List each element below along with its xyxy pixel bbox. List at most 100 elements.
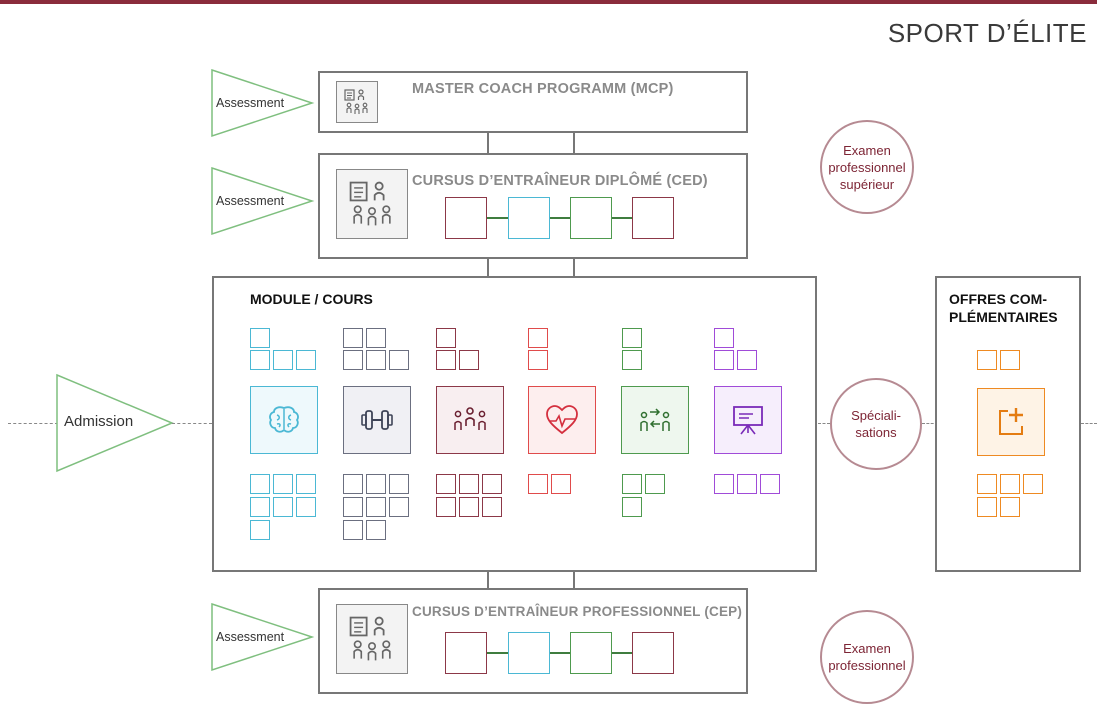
module-cyan-tile xyxy=(250,386,318,454)
page-title: SPORT D’ÉLITE xyxy=(887,18,1087,48)
module-purple-tile xyxy=(714,386,782,454)
ced-assessment-triangle xyxy=(211,166,315,236)
mcp-program-icon xyxy=(336,81,378,123)
cep-program-icon xyxy=(336,604,408,674)
examen-superieur-circle: Examen professionnel supérieur xyxy=(820,120,914,214)
module-sq xyxy=(622,328,642,348)
specialisations-label: Spéciali- sations xyxy=(851,408,901,440)
examen-superieur-label: Examen professionnel supérieur xyxy=(828,142,906,192)
module-red-tile xyxy=(528,386,596,454)
offres-title: OFFRES COM- PLÉMENTAIRES xyxy=(949,291,1058,325)
coaching-group-icon xyxy=(349,181,391,226)
specialisations-dash-right xyxy=(922,423,938,424)
mcp-assessment-triangle xyxy=(211,68,315,138)
module-sq xyxy=(389,497,409,517)
module-sq xyxy=(250,474,270,494)
heart-rate-icon xyxy=(546,405,578,435)
module-sq xyxy=(250,497,270,517)
ced-chain-step xyxy=(632,197,674,239)
module-sq xyxy=(296,474,316,494)
offres-sq xyxy=(977,474,997,494)
brain-icon xyxy=(269,406,299,433)
ced-chain-step xyxy=(445,197,487,239)
offres-sq xyxy=(1000,497,1020,517)
module-sq xyxy=(250,350,270,370)
module-sq xyxy=(389,474,409,494)
presentation-icon xyxy=(733,406,763,435)
module-sq xyxy=(343,474,363,494)
admission-dash-left xyxy=(8,423,58,424)
module-sq xyxy=(273,497,293,517)
module-sq xyxy=(343,328,363,348)
exchange-icon xyxy=(640,408,670,431)
coaching-group-icon xyxy=(349,616,391,661)
offres-sq xyxy=(1000,474,1020,494)
module-sq xyxy=(714,474,734,494)
module-sq xyxy=(760,474,780,494)
module-sq xyxy=(273,350,293,370)
offres-dash-right xyxy=(1081,423,1097,424)
ced-chain-step xyxy=(508,197,550,239)
cep-chain-step xyxy=(445,632,487,674)
module-green-tile xyxy=(621,386,689,454)
module-sq xyxy=(737,474,757,494)
offres-sq xyxy=(977,497,997,517)
add-document-icon xyxy=(999,408,1023,435)
module-sq xyxy=(459,474,479,494)
module-sq xyxy=(737,350,757,370)
module-sq xyxy=(343,350,363,370)
module-sq xyxy=(366,328,386,348)
module-sq xyxy=(622,350,642,370)
ced-panel: CURSUS D’ENTRAÎNEUR DIPLÔMÉ (CED) xyxy=(318,153,748,259)
module-sq xyxy=(622,474,642,494)
offres-orange-tile xyxy=(977,388,1045,456)
module-sq xyxy=(645,474,665,494)
module-panel: MODULE / COURS xyxy=(212,276,817,572)
mcp-title: MASTER COACH PROGRAMM (MCP) xyxy=(412,81,674,97)
module-sq xyxy=(343,520,363,540)
examen-label: Examen professionnel xyxy=(828,641,906,673)
module-sq xyxy=(436,328,456,348)
ced-title: CURSUS D’ENTRAÎNEUR DIPLÔMÉ (CED) xyxy=(412,173,708,189)
team-icon xyxy=(454,407,486,430)
ced-chain-step xyxy=(570,197,612,239)
mcp-panel: MASTER COACH PROGRAMM (MCP) xyxy=(318,71,748,133)
offres-sq xyxy=(1000,350,1020,370)
coaching-group-icon xyxy=(344,89,368,114)
top-accent-bar xyxy=(0,0,1097,4)
cep-chain-step xyxy=(570,632,612,674)
module-sq xyxy=(622,497,642,517)
offres-panel: OFFRES COM- PLÉMENTAIRES xyxy=(935,276,1081,572)
dumbbell-icon xyxy=(361,410,393,430)
cep-title: CURSUS D’ENTRAÎNEUR PROFESSIONNEL (CEP) xyxy=(412,604,743,619)
module-sq xyxy=(528,474,548,494)
ced-program-icon xyxy=(336,169,408,239)
module-sq xyxy=(366,474,386,494)
module-sq xyxy=(528,350,548,370)
offres-sq xyxy=(977,350,997,370)
module-sq xyxy=(436,497,456,517)
specialisations-dash-left xyxy=(818,423,830,424)
module-sq xyxy=(250,520,270,540)
cep-chain-step xyxy=(508,632,550,674)
module-sq xyxy=(343,497,363,517)
module-sq xyxy=(459,350,479,370)
module-sq xyxy=(366,350,386,370)
offres-sq xyxy=(1023,474,1043,494)
module-sq xyxy=(436,474,456,494)
ced-assessment-label: Assessment xyxy=(216,194,285,208)
admission-dash-right xyxy=(172,423,212,424)
module-sq xyxy=(273,474,293,494)
module-sq xyxy=(482,474,502,494)
module-sq xyxy=(714,328,734,348)
module-sq xyxy=(528,328,548,348)
cep-assessment-label: Assessment xyxy=(216,630,285,644)
module-sq xyxy=(551,474,571,494)
module-sq xyxy=(296,497,316,517)
module-maroon-tile xyxy=(436,386,504,454)
cep-panel: CURSUS D’ENTRAÎNEUR PROFESSIONNEL (CEP) xyxy=(318,588,748,694)
examen-circle: Examen professionnel xyxy=(820,610,914,704)
module-sq xyxy=(459,497,479,517)
mcp-assessment-label: Assessment xyxy=(216,96,285,110)
module-sq xyxy=(389,350,409,370)
